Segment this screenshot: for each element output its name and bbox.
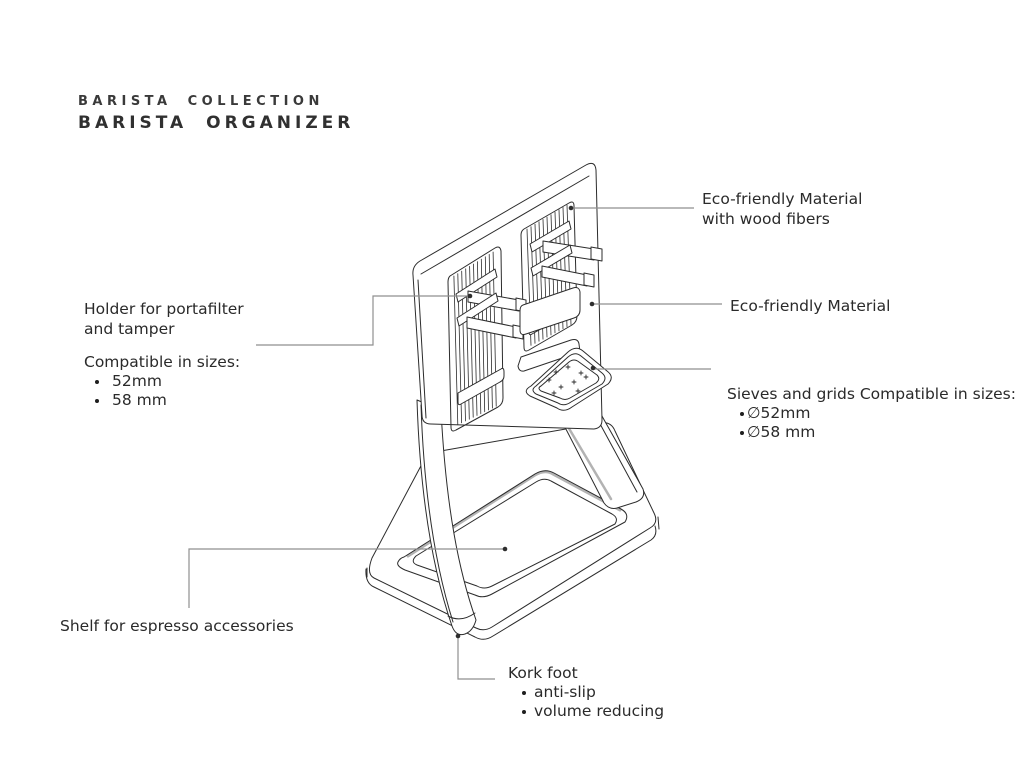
bullet-icon <box>740 411 744 416</box>
bullet-icon <box>522 690 526 695</box>
list-item: 52mm <box>84 372 240 391</box>
callout-holder-sizes: Compatible in sizes: 52mm 58 mm <box>84 352 240 410</box>
list-item-text: 52mm <box>112 372 162 390</box>
callout-text: Kork foot <box>508 664 578 682</box>
callout-kork-foot: Kork foot anti-slip volume reducing <box>508 663 664 721</box>
callout-sieves: Sieves and grids Compatible in sizes: ∅5… <box>727 384 1016 442</box>
list-item-text: 58 mm <box>112 391 167 409</box>
callout-wood-fibers: Eco-friendly Material with wood fibers <box>702 189 862 229</box>
leader-dot <box>589 301 595 307</box>
front-leg <box>416 399 477 636</box>
leader-dot <box>502 546 508 552</box>
leader-dot <box>590 365 596 371</box>
callout-text: and tamper <box>84 320 175 338</box>
holder-pegs-left <box>455 268 527 406</box>
leader-dots <box>455 205 596 639</box>
list-item: anti-slip <box>508 683 664 702</box>
callout-text: Compatible in sizes: <box>84 353 241 371</box>
leader-line-holder <box>256 295 470 346</box>
leader-line-kork-foot <box>457 636 495 680</box>
list-item-text: ∅52mm <box>747 404 811 422</box>
leader-line-shelf <box>188 548 505 608</box>
bullet-icon <box>95 398 99 403</box>
callout-text: Sieves and grids Compatible in sizes: <box>727 385 1016 403</box>
callout-holder: Holder for portafilter and tamper <box>84 299 244 339</box>
collection-title: BARISTA COLLECTION <box>78 94 324 109</box>
list-item: volume reducing <box>508 702 664 721</box>
bullet-icon <box>95 379 99 384</box>
callout-text: Shelf for espresso accessories <box>60 617 294 635</box>
bullet-icon <box>740 430 744 435</box>
product-title: BARISTA ORGANIZER <box>78 113 355 133</box>
callout-shelf: Shelf for espresso accessories <box>60 616 294 636</box>
list-item-text: anti-slip <box>534 683 596 701</box>
title-block: BARISTA COLLECTION BARISTA ORGANIZER <box>78 92 354 134</box>
sieve-tray <box>525 347 612 411</box>
list-item: ∅52mm <box>727 404 1016 423</box>
callout-text: Eco-friendly Material <box>730 297 891 315</box>
list-item-text: ∅58 mm <box>747 423 816 441</box>
leader-dot <box>467 293 473 299</box>
leader-dot <box>455 633 461 639</box>
kork-foot <box>447 612 476 620</box>
callout-text: Holder for portafilter <box>84 300 244 318</box>
list-item-text: volume reducing <box>534 702 665 720</box>
leader-dot <box>568 205 574 211</box>
callout-eco-material: Eco-friendly Material <box>730 296 890 316</box>
list-item: ∅58 mm <box>727 423 1016 442</box>
list-item: 58 mm <box>84 391 240 410</box>
callout-text: with wood fibers <box>702 210 830 228</box>
leader-lines <box>188 207 722 680</box>
callout-text: Eco-friendly Material <box>702 190 863 208</box>
panel-slot <box>519 287 581 335</box>
bullet-icon <box>522 709 526 714</box>
